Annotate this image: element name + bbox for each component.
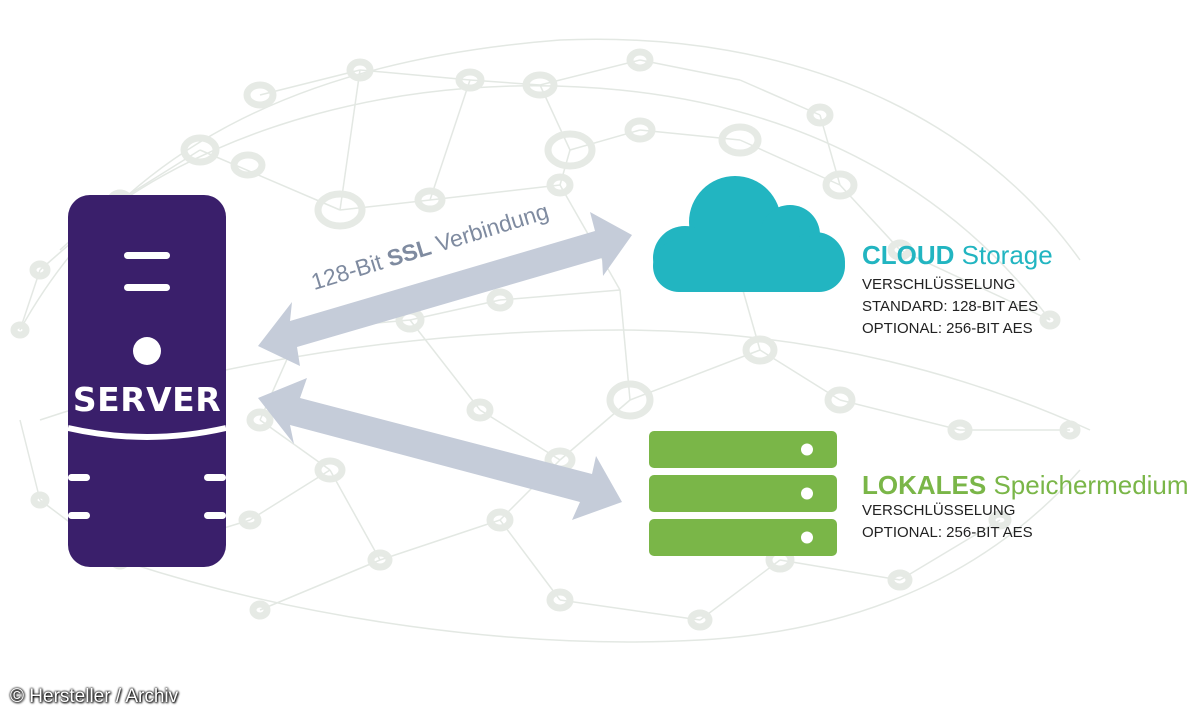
cloud-icon xyxy=(653,176,845,292)
local-storage-title: LOKALES Speichermedium xyxy=(862,470,1189,500)
image-credit: © Hersteller / Archiv xyxy=(10,686,179,707)
cloud-encryption-label: VERSCHLÜSSELUNG xyxy=(862,276,1016,293)
cloud-storage-title: CLOUD Storage xyxy=(862,240,1053,270)
local-optional-encryption: OPTIONAL: 256-BIT AES xyxy=(862,524,1033,541)
local-connection-arrow xyxy=(258,378,622,520)
cloud-standard-encryption: STANDARD: 128-BIT AES xyxy=(862,298,1039,315)
local-storage-icon xyxy=(649,431,837,556)
ssl-connection-arrow xyxy=(258,212,632,366)
local-encryption-label: VERSCHLÜSSELUNG xyxy=(862,502,1016,519)
server-label: SERVER xyxy=(72,380,222,419)
server-tower-icon xyxy=(67,195,227,567)
cloud-optional-encryption: OPTIONAL: 256-BIT AES xyxy=(862,320,1033,337)
